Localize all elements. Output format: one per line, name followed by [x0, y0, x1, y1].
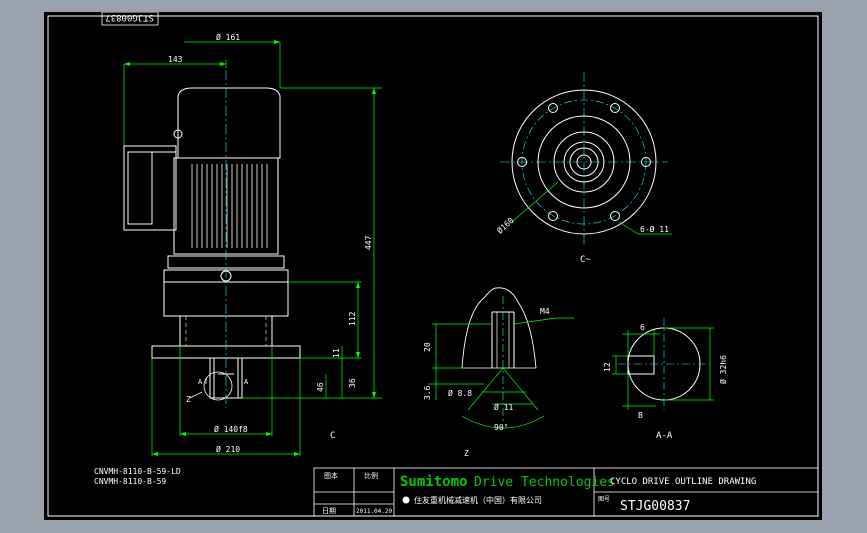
dim-3-6: 3.6: [423, 385, 432, 400]
company-name-cn: 住友重机械减速机（中国）有限公司: [414, 495, 542, 505]
dim-phi11: Ø 11: [494, 402, 513, 412]
label-a-left: A: [198, 378, 203, 386]
dim-phi161: Ø 161: [216, 32, 240, 42]
brand-logo-drive: Drive Technologies: [474, 475, 615, 490]
view-label-c-top: C~: [580, 255, 591, 265]
model-designation-2: CNVMH-8110-B-59: [94, 477, 166, 486]
drawing-sheet[interactable]: STJG00837: [44, 11, 822, 520]
dim-447: 447: [364, 235, 373, 250]
side-view: [123, 87, 301, 399]
model-designation-1: CNVMH-8110-B-59-LD: [94, 467, 181, 476]
motor-fan-cover: [177, 87, 281, 159]
detail-z-text: 20 3.6 Ø 8.8 Ø 11 M4 90° Z: [423, 307, 550, 458]
motor-fins: [191, 164, 268, 248]
dim-phi140f8: Ø 140f8: [214, 424, 248, 434]
title-block: [313, 467, 819, 517]
view-label-z: Z: [464, 449, 469, 458]
drawing-number: STJG00837: [620, 499, 690, 514]
dim-90deg: 90°: [494, 423, 508, 432]
view-label-c: C: [330, 431, 335, 441]
dim-m4: M4: [540, 307, 550, 316]
view-label-a-a: A-A: [656, 431, 673, 441]
dim-phi8-8: Ø 8.8: [448, 388, 472, 398]
drawing-no-label: 图号: [598, 496, 610, 503]
dim-11: 11: [332, 348, 341, 358]
detail-z-circle: [203, 371, 233, 401]
dim-6: 6: [640, 323, 645, 332]
title-date-label: 日期: [322, 507, 336, 515]
dim-12: 12: [603, 362, 612, 372]
dim-phi32h6: Ø 32h6: [718, 355, 728, 384]
stamp-upside-down: STJG00837: [101, 11, 159, 26]
dim-143: 143: [168, 55, 183, 64]
label-a-right: A: [244, 378, 249, 386]
label-z-left: Z: [186, 395, 191, 404]
dim-6-phi11: 6-Ø 11: [640, 224, 669, 234]
side-dimensions: [123, 41, 382, 456]
flange-bolt-holes: [517, 103, 651, 221]
detail-z: [461, 287, 537, 369]
dim-20: 20: [423, 342, 432, 352]
title-left-col1: 图本: [324, 471, 338, 480]
svg-text:STJG00837: STJG00837: [105, 12, 154, 22]
dim-36: 36: [348, 378, 357, 388]
section-aa: [618, 318, 710, 410]
detail-z-dims: [428, 317, 574, 429]
dim-b: B: [638, 411, 643, 420]
title-date: 2011.04.20: [356, 508, 393, 515]
side-dim-text: Ø 161 143 447 112 11 36 46 Ø 140f8 Ø 210: [168, 32, 373, 454]
title-left-col2: 比例: [364, 471, 378, 480]
company-mark-icon: [402, 496, 410, 504]
terminal-box: [123, 145, 177, 231]
drawing-canvas: STJG00837: [47, 11, 819, 517]
lifting-eye: [173, 129, 183, 139]
dim-46: 46: [316, 382, 325, 392]
drawing-title: CYCLO DRIVE OUTLINE DRAWING: [610, 477, 756, 487]
sheet-border: [47, 15, 819, 517]
dim-112: 112: [348, 311, 357, 326]
dim-phi210: Ø 210: [216, 444, 240, 454]
side-dim-arrows: [124, 40, 376, 456]
flange-view: [500, 72, 668, 246]
brand-logo-sumitomo: Sumitomo: [400, 474, 467, 490]
dim-phi160: Ø160: [495, 215, 516, 235]
